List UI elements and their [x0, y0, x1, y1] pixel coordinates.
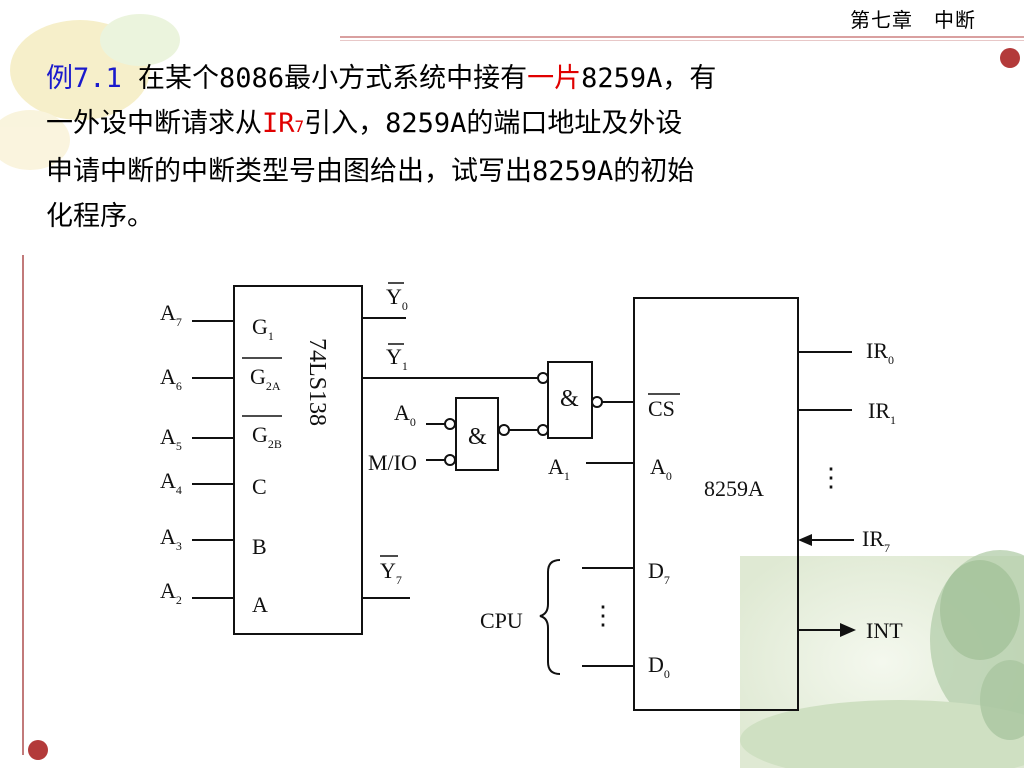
gate1-symbol: &: [468, 424, 487, 450]
decoder-name: 74LS138: [304, 338, 330, 426]
pic-name: 8259A: [704, 476, 764, 501]
data-bus-ellipsis: ⋮: [590, 601, 616, 630]
pin-a2: A2: [160, 578, 182, 607]
pin-a3: A3: [160, 524, 182, 553]
problem-text: 在某个8086最小方式系统中接有: [138, 63, 528, 94]
out-y0: Y0: [386, 284, 408, 313]
chapter-title: 第七章 中断: [850, 8, 976, 32]
example-label: 例7.1: [46, 63, 122, 94]
highlight-text: 一片: [527, 63, 582, 94]
pic-cs-label: CS: [648, 396, 675, 421]
cpu-label: CPU: [480, 608, 523, 633]
gate2-symbol: &: [560, 386, 579, 412]
problem-line-4: 化程序。: [46, 201, 154, 232]
landscape-image: [740, 550, 1024, 768]
pic-a1-label: A1: [548, 454, 570, 483]
bullet-dot-bottom: [28, 740, 48, 760]
pin-a5: A5: [160, 424, 182, 453]
problem-line-3: 申请中断的中断类型号由图给出，试写出8259A的初始: [46, 156, 695, 187]
pin-a6: A6: [160, 364, 182, 393]
ir-ellipsis: ⋮: [818, 463, 844, 492]
ir0-label: IR0: [866, 338, 894, 367]
inverter-bubble: [537, 424, 549, 436]
port-a: A: [252, 592, 268, 617]
port-g2b: G2B: [252, 422, 282, 451]
problem-line-2: 一外设中断请求从IR7引入，8259A的端口地址及外设: [46, 101, 986, 149]
ir7-label: IR7: [862, 526, 890, 555]
pin-a7: A7: [160, 300, 182, 329]
out-y1: Y1: [386, 344, 408, 373]
out-y7: Y7: [380, 558, 402, 587]
arrow-ir7-icon: [798, 534, 812, 546]
corner-decoration: [0, 14, 180, 170]
inverter-bubble: [498, 424, 510, 436]
inverter-bubble: [444, 454, 456, 466]
problem-text: 8259A，有: [581, 63, 717, 94]
ir1-label: IR1: [868, 398, 896, 427]
inverter-bubble: [591, 396, 603, 408]
pin-a4: A4: [160, 468, 182, 497]
bullet-dot-top: [1000, 48, 1020, 68]
pic-d0-label: D0: [648, 652, 670, 681]
gate1-in-a0: A0: [394, 400, 416, 429]
port-g2a: G2A: [250, 364, 281, 393]
cpu-brace: [539, 559, 561, 675]
problem-text: 引入，8259A的端口地址及外设: [304, 108, 683, 139]
gate1-in-mio: M/IO: [368, 450, 417, 475]
decoder-chip: [233, 285, 363, 635]
pic-chip: [633, 297, 799, 711]
header-divider-thin: [340, 40, 1024, 41]
and-gate-1: [455, 397, 499, 471]
arrow-int-icon: [840, 623, 856, 637]
problem-statement: 例7.1 在某个8086最小方式系统中接有一片8259A，有 一外设中断请求从I…: [46, 56, 986, 239]
int-label: INT: [866, 618, 903, 643]
left-margin-line: [22, 255, 24, 755]
inverter-bubble: [444, 418, 456, 430]
port-g1: G1: [252, 314, 274, 343]
inverter-bubble: [537, 372, 549, 384]
port-c: C: [252, 474, 267, 499]
ir-subscript: 7: [294, 117, 305, 136]
pic-d7-label: D7: [648, 558, 670, 587]
problem-line-1: 例7.1 在某个8086最小方式系统中接有一片8259A，有: [46, 56, 986, 101]
problem-text: 一外设中断请求从: [46, 108, 262, 139]
port-b: B: [252, 534, 267, 559]
ir-text: IR: [262, 108, 295, 139]
ir7-label: IR7: [262, 108, 304, 139]
header-divider: [340, 36, 1024, 38]
pic-a0-label: A0: [650, 454, 672, 483]
